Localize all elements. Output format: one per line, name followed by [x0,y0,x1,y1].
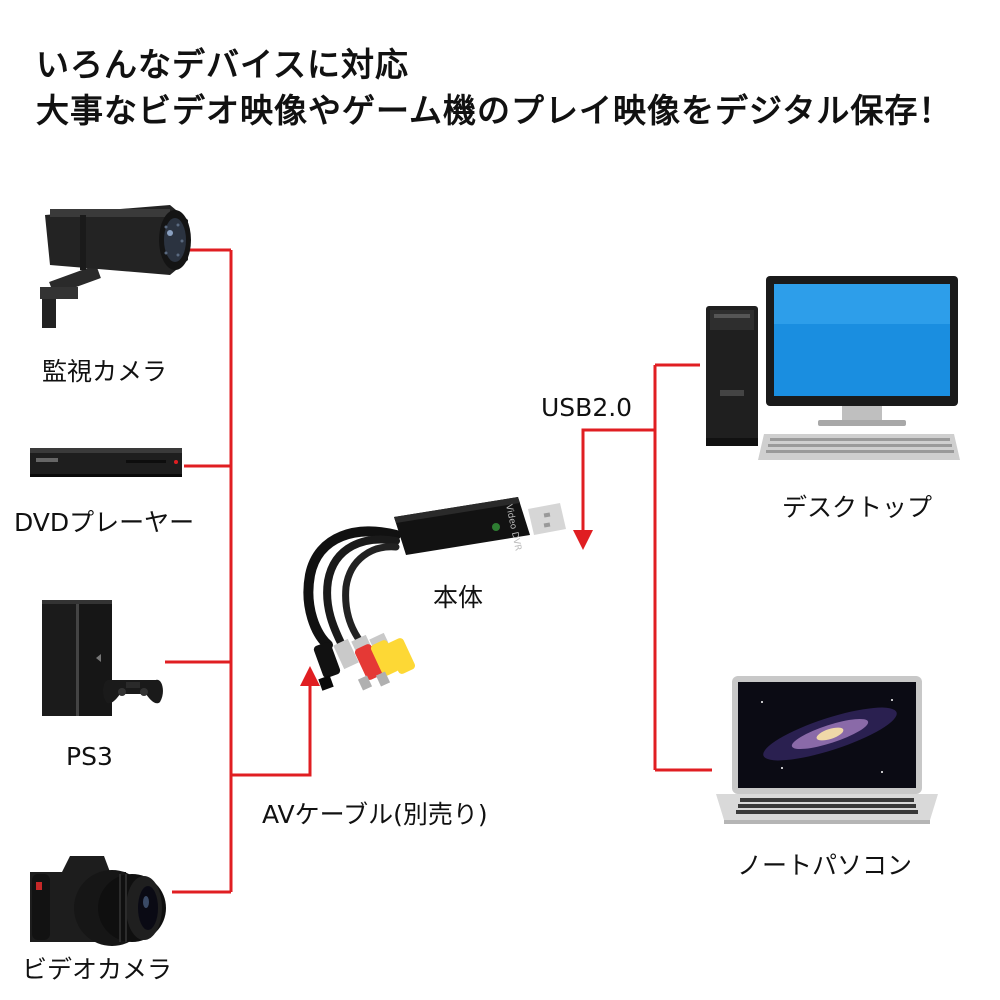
usb-label: USB2.0 [541,393,633,422]
headline-line-2: 大事なビデオ映像やゲーム機のプレイ映像をデジタル保存！ [36,91,953,130]
video-dvr-device-icon: Video DVR [303,497,566,691]
body-label: 本体 [433,583,484,612]
desktop-pc-icon [706,276,960,460]
wire-av-cable [231,680,312,777]
camera-label: 監視カメラ [42,357,168,386]
headline-line-1: いろんなデバイスに対応 [36,45,410,84]
av-cable-label: AVケーブル(別売り) [262,800,488,829]
laptop-icon [716,676,938,824]
dvd-player-icon [30,448,182,477]
video-camera-label: ビデオカメラ [22,955,173,984]
game-console-icon [42,600,163,716]
arrow-usb [573,530,593,550]
video-camera-icon [30,856,166,946]
arrow-av-cable [300,666,320,686]
desktop-label: デスクトップ [782,493,933,522]
laptop-label: ノートパソコン [737,851,913,880]
security-camera-icon [40,205,191,328]
wire-usb [581,428,655,535]
ps3-label: PS3 [66,742,113,771]
dvd-label: DVDプレーヤー [14,508,195,537]
